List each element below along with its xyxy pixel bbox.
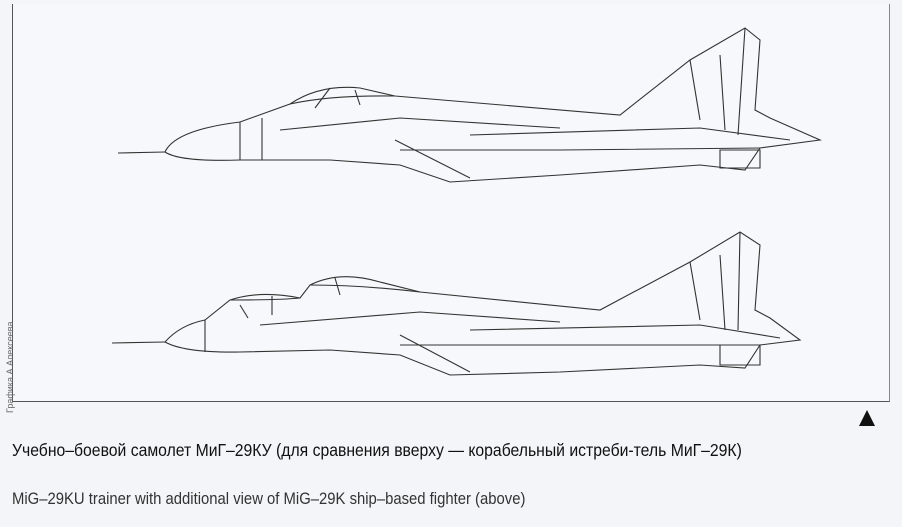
caption-russian: Учебно–боевой самолет МиГ–29КУ (для срав… [12,440,742,460]
triangle-marker-icon [859,410,875,426]
mig-29k-side-view [117,27,823,183]
drawing-frame [12,4,890,402]
caption-english: MiG–29KU trainer with additional view of… [12,490,526,508]
aircraft-drawings [111,27,823,376]
mig-29ku-side-view [111,231,802,376]
